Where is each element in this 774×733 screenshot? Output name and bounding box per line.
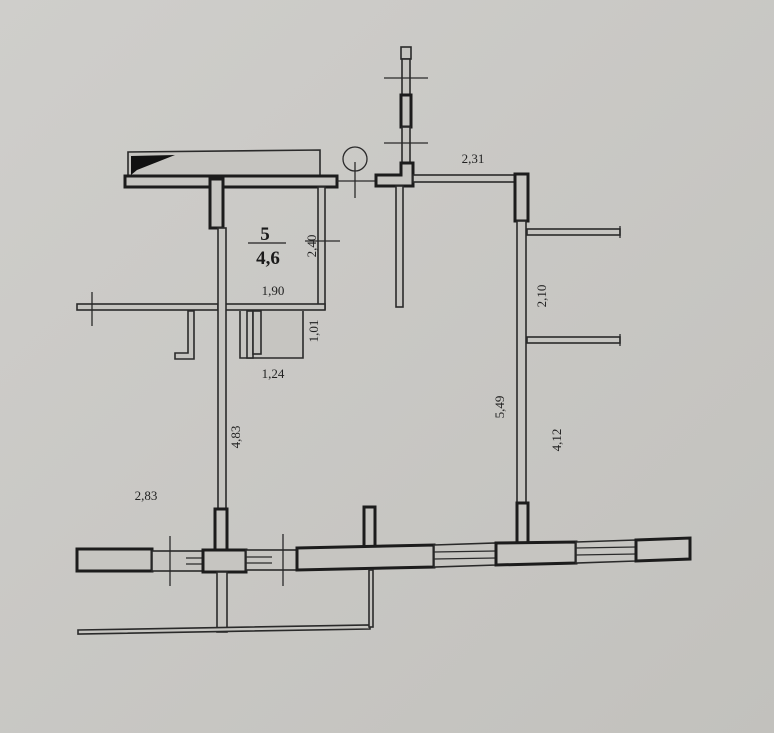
right-wall [516, 220, 527, 512]
left-partition [76, 303, 219, 311]
room-area: 4,6 [256, 248, 280, 269]
partition-wall [395, 185, 404, 308]
top-canopy [127, 149, 321, 176]
canopy-wedge [131, 155, 175, 175]
left-wall [217, 227, 227, 512]
dim-niche-depth: 1,01 [306, 320, 321, 343]
column [213, 507, 229, 553]
balcony-rail [77, 624, 371, 635]
left-stub [174, 310, 195, 360]
column-top-left [208, 177, 225, 230]
top-wall [123, 174, 339, 189]
dim-niche-width: 1,24 [262, 366, 285, 381]
window [433, 542, 497, 568]
dim-main-height: 5,49 [492, 396, 507, 419]
dim-left-outside: 2,83 [135, 488, 158, 503]
vent-shaft [374, 46, 428, 188]
room-number: 5 [260, 224, 270, 245]
balcony-divider [216, 571, 228, 633]
dim-room-height: 2,40 [304, 235, 319, 258]
dim-room-width: 1,90 [262, 283, 285, 298]
right-spur-top [526, 228, 621, 236]
dim-right-outside: 4,12 [549, 429, 564, 452]
right-spur-bottom [526, 336, 621, 344]
top-right-wall [412, 174, 517, 183]
dim-left-wall: 4,83 [228, 426, 243, 449]
dim-right-spur: 2,10 [534, 285, 549, 308]
room-bottom-wall [224, 303, 326, 311]
riser-icon [337, 146, 376, 198]
balcony-side [368, 569, 374, 628]
dim-top-right: 2,31 [462, 151, 485, 166]
window [575, 539, 637, 564]
column-top-right [513, 172, 530, 223]
room-right-wall [317, 186, 326, 310]
